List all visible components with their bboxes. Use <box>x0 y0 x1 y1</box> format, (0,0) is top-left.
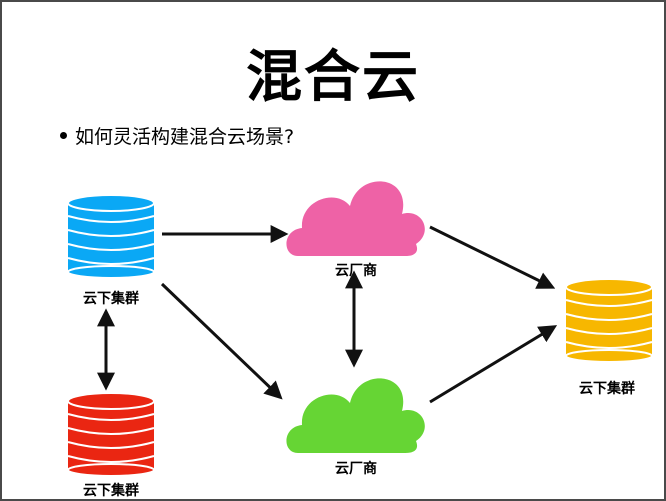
node-label-db-bottom-left: 云下集群 <box>83 483 139 499</box>
cloud-icon-bottom <box>286 378 425 453</box>
cloud-icon-top <box>286 181 425 256</box>
edge-db-top-left-to-cloud-bottom <box>160 282 283 400</box>
edge-cloud-bottom-to-db-right <box>429 325 558 404</box>
database-icon-top-left <box>67 194 155 279</box>
bullet-item: 如何灵活构建混合云场景? <box>60 122 294 149</box>
node-label-db-top-left: 云下集群 <box>83 291 139 307</box>
database-icon-right <box>565 278 653 363</box>
slide-title: 混合云 <box>246 45 420 110</box>
node-label-cloud-top: 云厂商 <box>335 263 377 279</box>
node-label-cloud-bottom: 云厂商 <box>335 461 377 477</box>
edge-cloud-top-to-db-right <box>429 225 556 289</box>
bullet-dot-icon <box>60 132 67 139</box>
node-label-db-right: 云下集群 <box>579 381 635 397</box>
bullet-text: 如何灵活构建混合云场景? <box>75 126 295 148</box>
database-icon-bottom-left <box>67 392 155 477</box>
